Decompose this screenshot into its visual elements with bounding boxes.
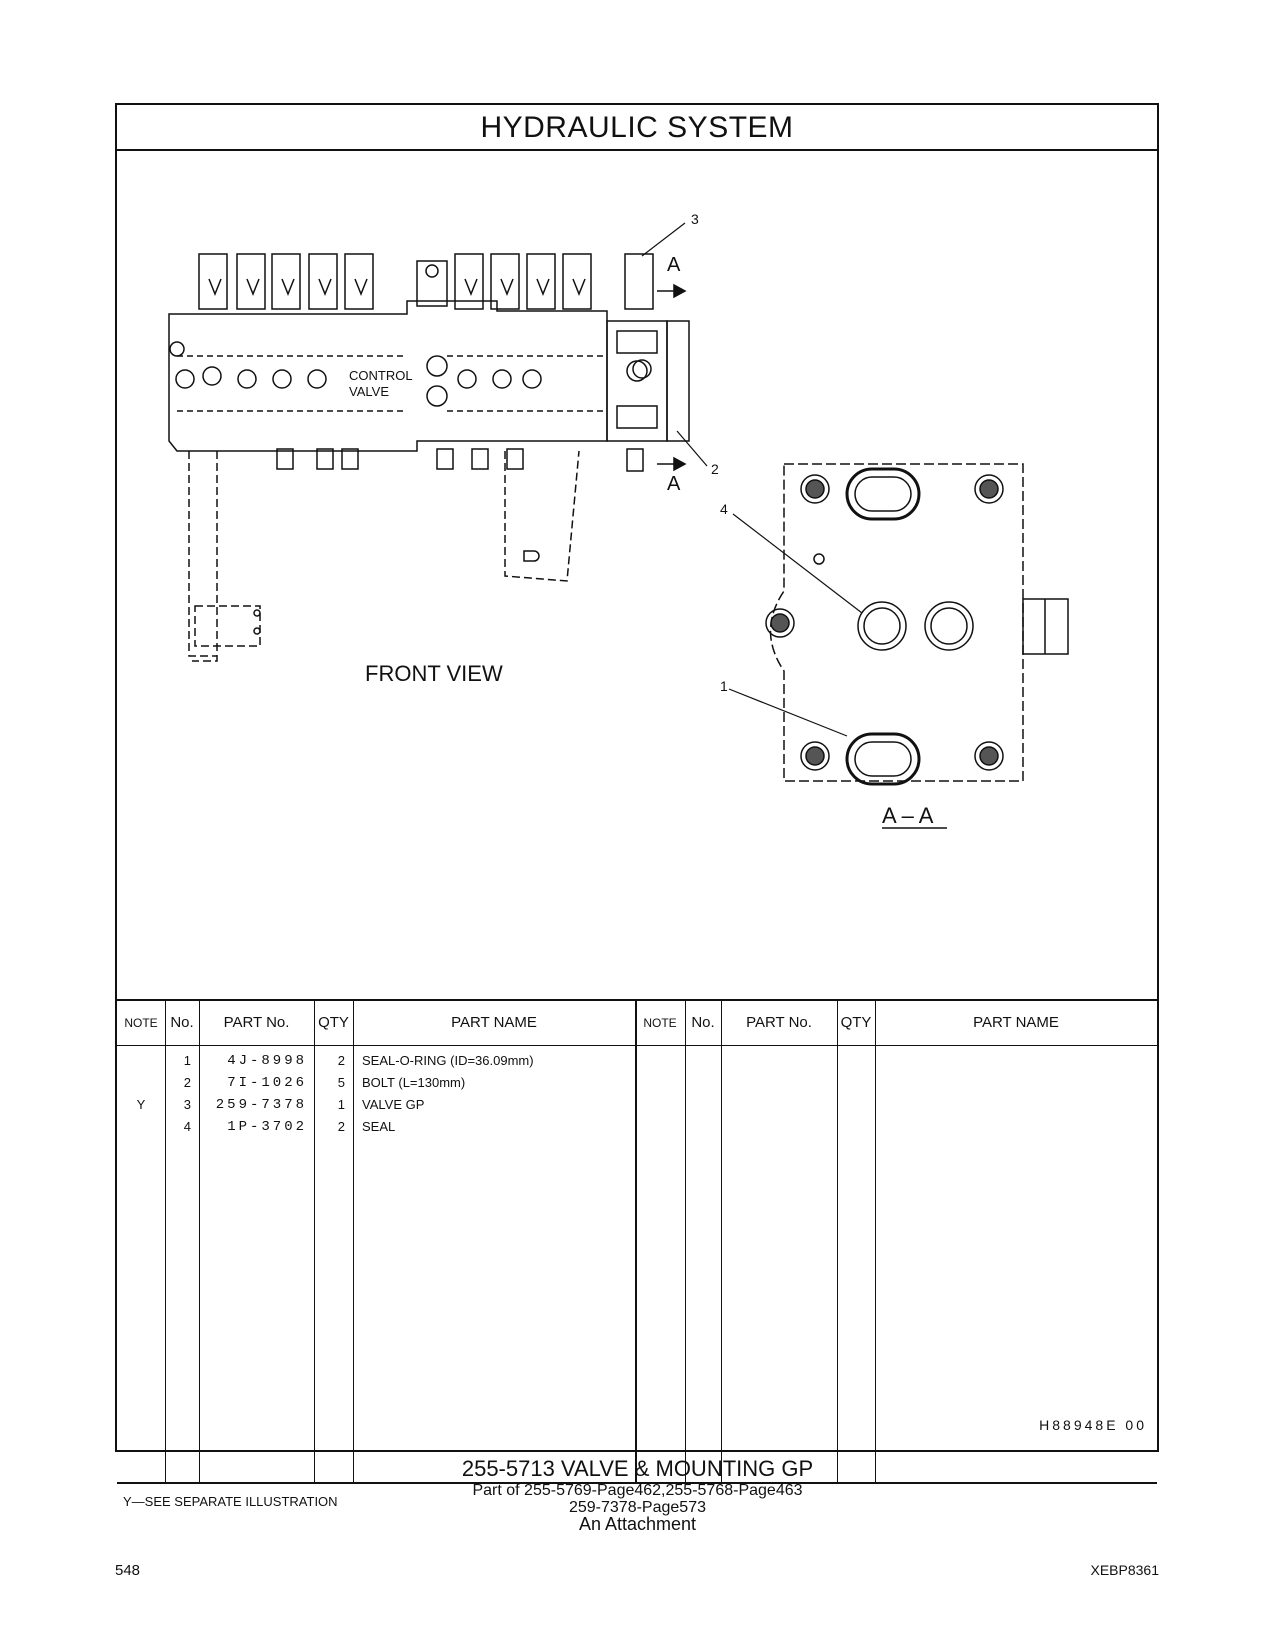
section-arrow-a-bottom: A	[667, 473, 681, 495]
caption-part-of: Part of 255-5769-Page462,255-5768-Page46…	[472, 1482, 803, 1499]
valve-ports	[169, 341, 652, 407]
control-valve-label: CONTROL VALVE	[349, 368, 413, 400]
callout-1: 1	[720, 678, 728, 694]
callout-2: 2	[711, 461, 719, 477]
solenoid-row-right	[454, 253, 654, 310]
row-part-name: BOLT (L=130mm)	[362, 1075, 466, 1090]
parts-table: NOTE No. PART No. QTY PART NAME NOTE No.…	[117, 999, 1157, 1484]
caption-reference: 259-7378-Page573	[568, 1499, 706, 1516]
row-part-no: 259-7378	[215, 1097, 307, 1113]
seal-o-ring-grooves	[845, 467, 921, 786]
document-code: XEBP8361	[1090, 1562, 1160, 1578]
row-part-name: SEAL-O-RING (ID=36.09mm)	[362, 1053, 534, 1068]
drawing-id: H88948E 00	[1039, 1417, 1147, 1433]
section-title: HYDRAULIC SYSTEM	[117, 105, 1157, 151]
valve-illustration	[168, 222, 1069, 829]
header-part-name-right: PART NAME	[973, 1014, 1059, 1031]
solenoid-row-left	[198, 253, 374, 310]
header-part-name: PART NAME	[451, 1014, 537, 1031]
port-seals	[857, 601, 974, 651]
row-note	[117, 1050, 165, 1072]
header-part-no-right: PART No.	[746, 1014, 812, 1031]
row-no: 4	[183, 1119, 191, 1134]
table-footnote-area: Y—SEE SEPARATE ILLUSTRATION	[117, 1482, 1157, 1527]
row-part-name: SEAL	[362, 1119, 396, 1134]
row-qty: 2	[337, 1053, 345, 1068]
caption-attachment: An Attachment	[578, 1514, 697, 1534]
callout-3: 3	[691, 211, 699, 227]
header-no-right: No.	[691, 1014, 715, 1031]
page-number: 548	[115, 1562, 141, 1579]
footnote-text: Y—SEE SEPARATE ILLUSTRATION	[123, 1494, 338, 1509]
front-view-label: FRONT VIEW	[365, 661, 503, 686]
row-part-no: 4J-8998	[227, 1053, 307, 1069]
row-part-no: 1P-3702	[227, 1119, 307, 1135]
row-no: 3	[183, 1097, 191, 1112]
callout-4: 4	[720, 501, 728, 517]
row-part-no: 7I-1026	[227, 1075, 307, 1091]
header-qty-right: QTY	[840, 1014, 872, 1031]
mounting-bolt-holes	[765, 474, 1004, 771]
group-title: 255-5713 VALVE & MOUNTING GP	[461, 1456, 814, 1481]
row-qty: 5	[337, 1075, 345, 1090]
row-no: 1	[183, 1053, 191, 1068]
row-note	[117, 1116, 165, 1138]
header-part-no: PART No.	[223, 1014, 290, 1031]
header-no: No.	[170, 1014, 194, 1031]
header-note-right: NOTE	[643, 1016, 677, 1030]
parts-page-frame: HYDRAULIC SYSTEM	[115, 103, 1159, 1509]
row-part-name: VALVE GP	[362, 1097, 425, 1112]
control-valve-label-line2: VALVE	[349, 384, 389, 399]
control-valve-label-line1: CONTROL	[349, 368, 413, 383]
row-note	[117, 1072, 165, 1094]
section-a-a-view	[728, 463, 1069, 829]
section-arrow-a-top: A	[667, 254, 681, 276]
row-note: Y	[136, 1097, 146, 1112]
row-qty: 1	[337, 1097, 345, 1112]
header-note: NOTE	[124, 1016, 158, 1030]
section-a-a-label: A – A	[882, 803, 934, 828]
illustration-area: CONTROL VALVE FRONT VIEW A – A A A 3 2 4…	[117, 151, 1157, 999]
row-qty: 2	[337, 1119, 345, 1134]
header-qty: QTY	[318, 1014, 349, 1031]
control-valve-front-view	[168, 222, 708, 662]
row-no: 2	[183, 1075, 191, 1090]
